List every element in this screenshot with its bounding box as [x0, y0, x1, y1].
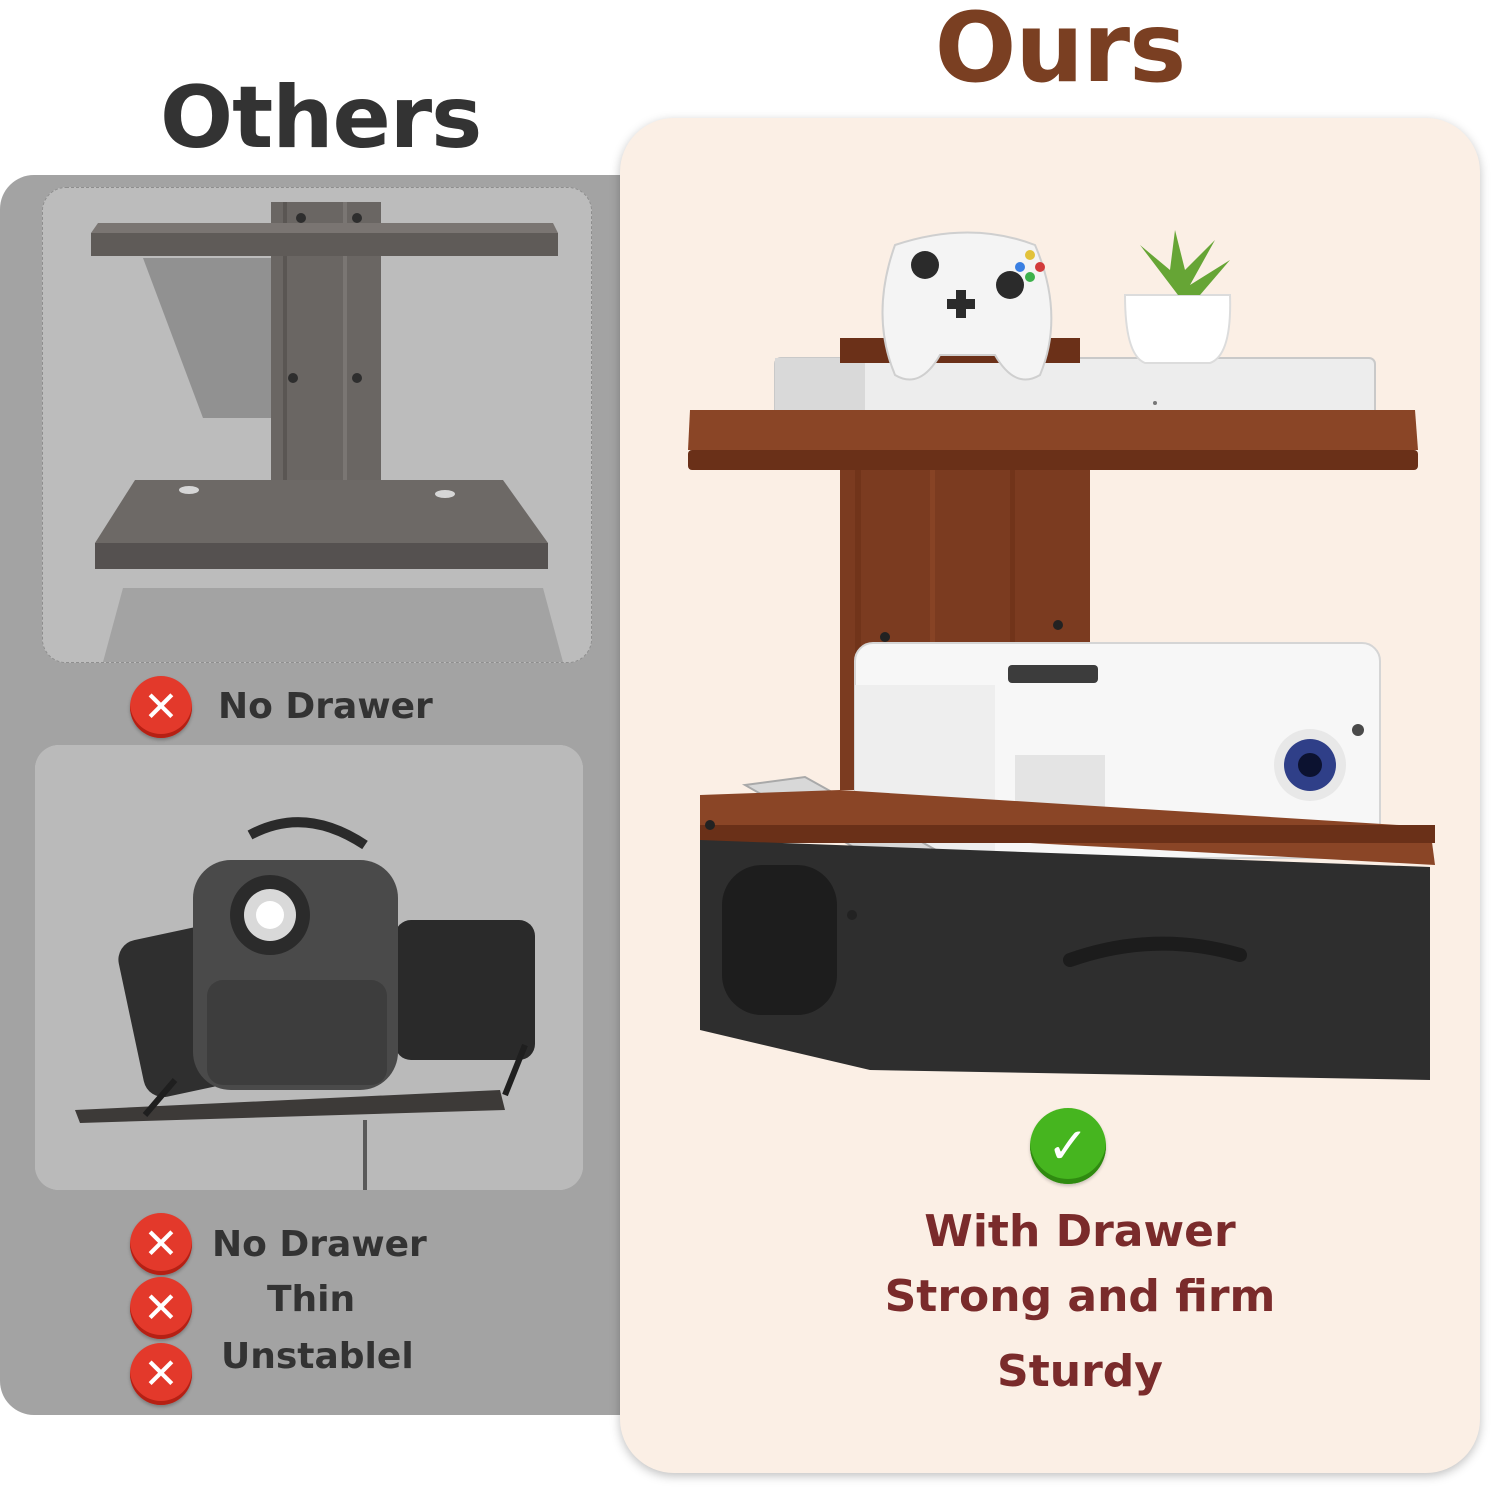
competitor-shelf-photo-2: [35, 745, 583, 1190]
con-label-unstable: Unstablel: [221, 1336, 414, 1377]
benefit-sturdy: Sturdy: [997, 1346, 1163, 1397]
con-label-no-drawer-1: No Drawer: [218, 686, 433, 727]
competitor-shelf-photo-1: [42, 187, 592, 663]
cross-icon: ✕: [130, 1277, 192, 1339]
con-label-no-drawer-2: No Drawer: [212, 1224, 427, 1265]
green-check-icon: ✓: [1030, 1108, 1106, 1184]
con-label-thin: Thin: [267, 1279, 356, 1320]
product-shelf-illustration: [688, 230, 1435, 1080]
cross-icon: ✕: [130, 1213, 192, 1275]
ours-title: Ours: [934, 0, 1186, 104]
others-title: Others: [160, 68, 482, 168]
benefit-with-drawer: With Drawer: [924, 1206, 1236, 1257]
cross-icon: ✕: [130, 676, 192, 738]
benefit-strong-and-firm: Strong and firm: [884, 1271, 1276, 1322]
cross-icon: ✕: [130, 1343, 192, 1405]
